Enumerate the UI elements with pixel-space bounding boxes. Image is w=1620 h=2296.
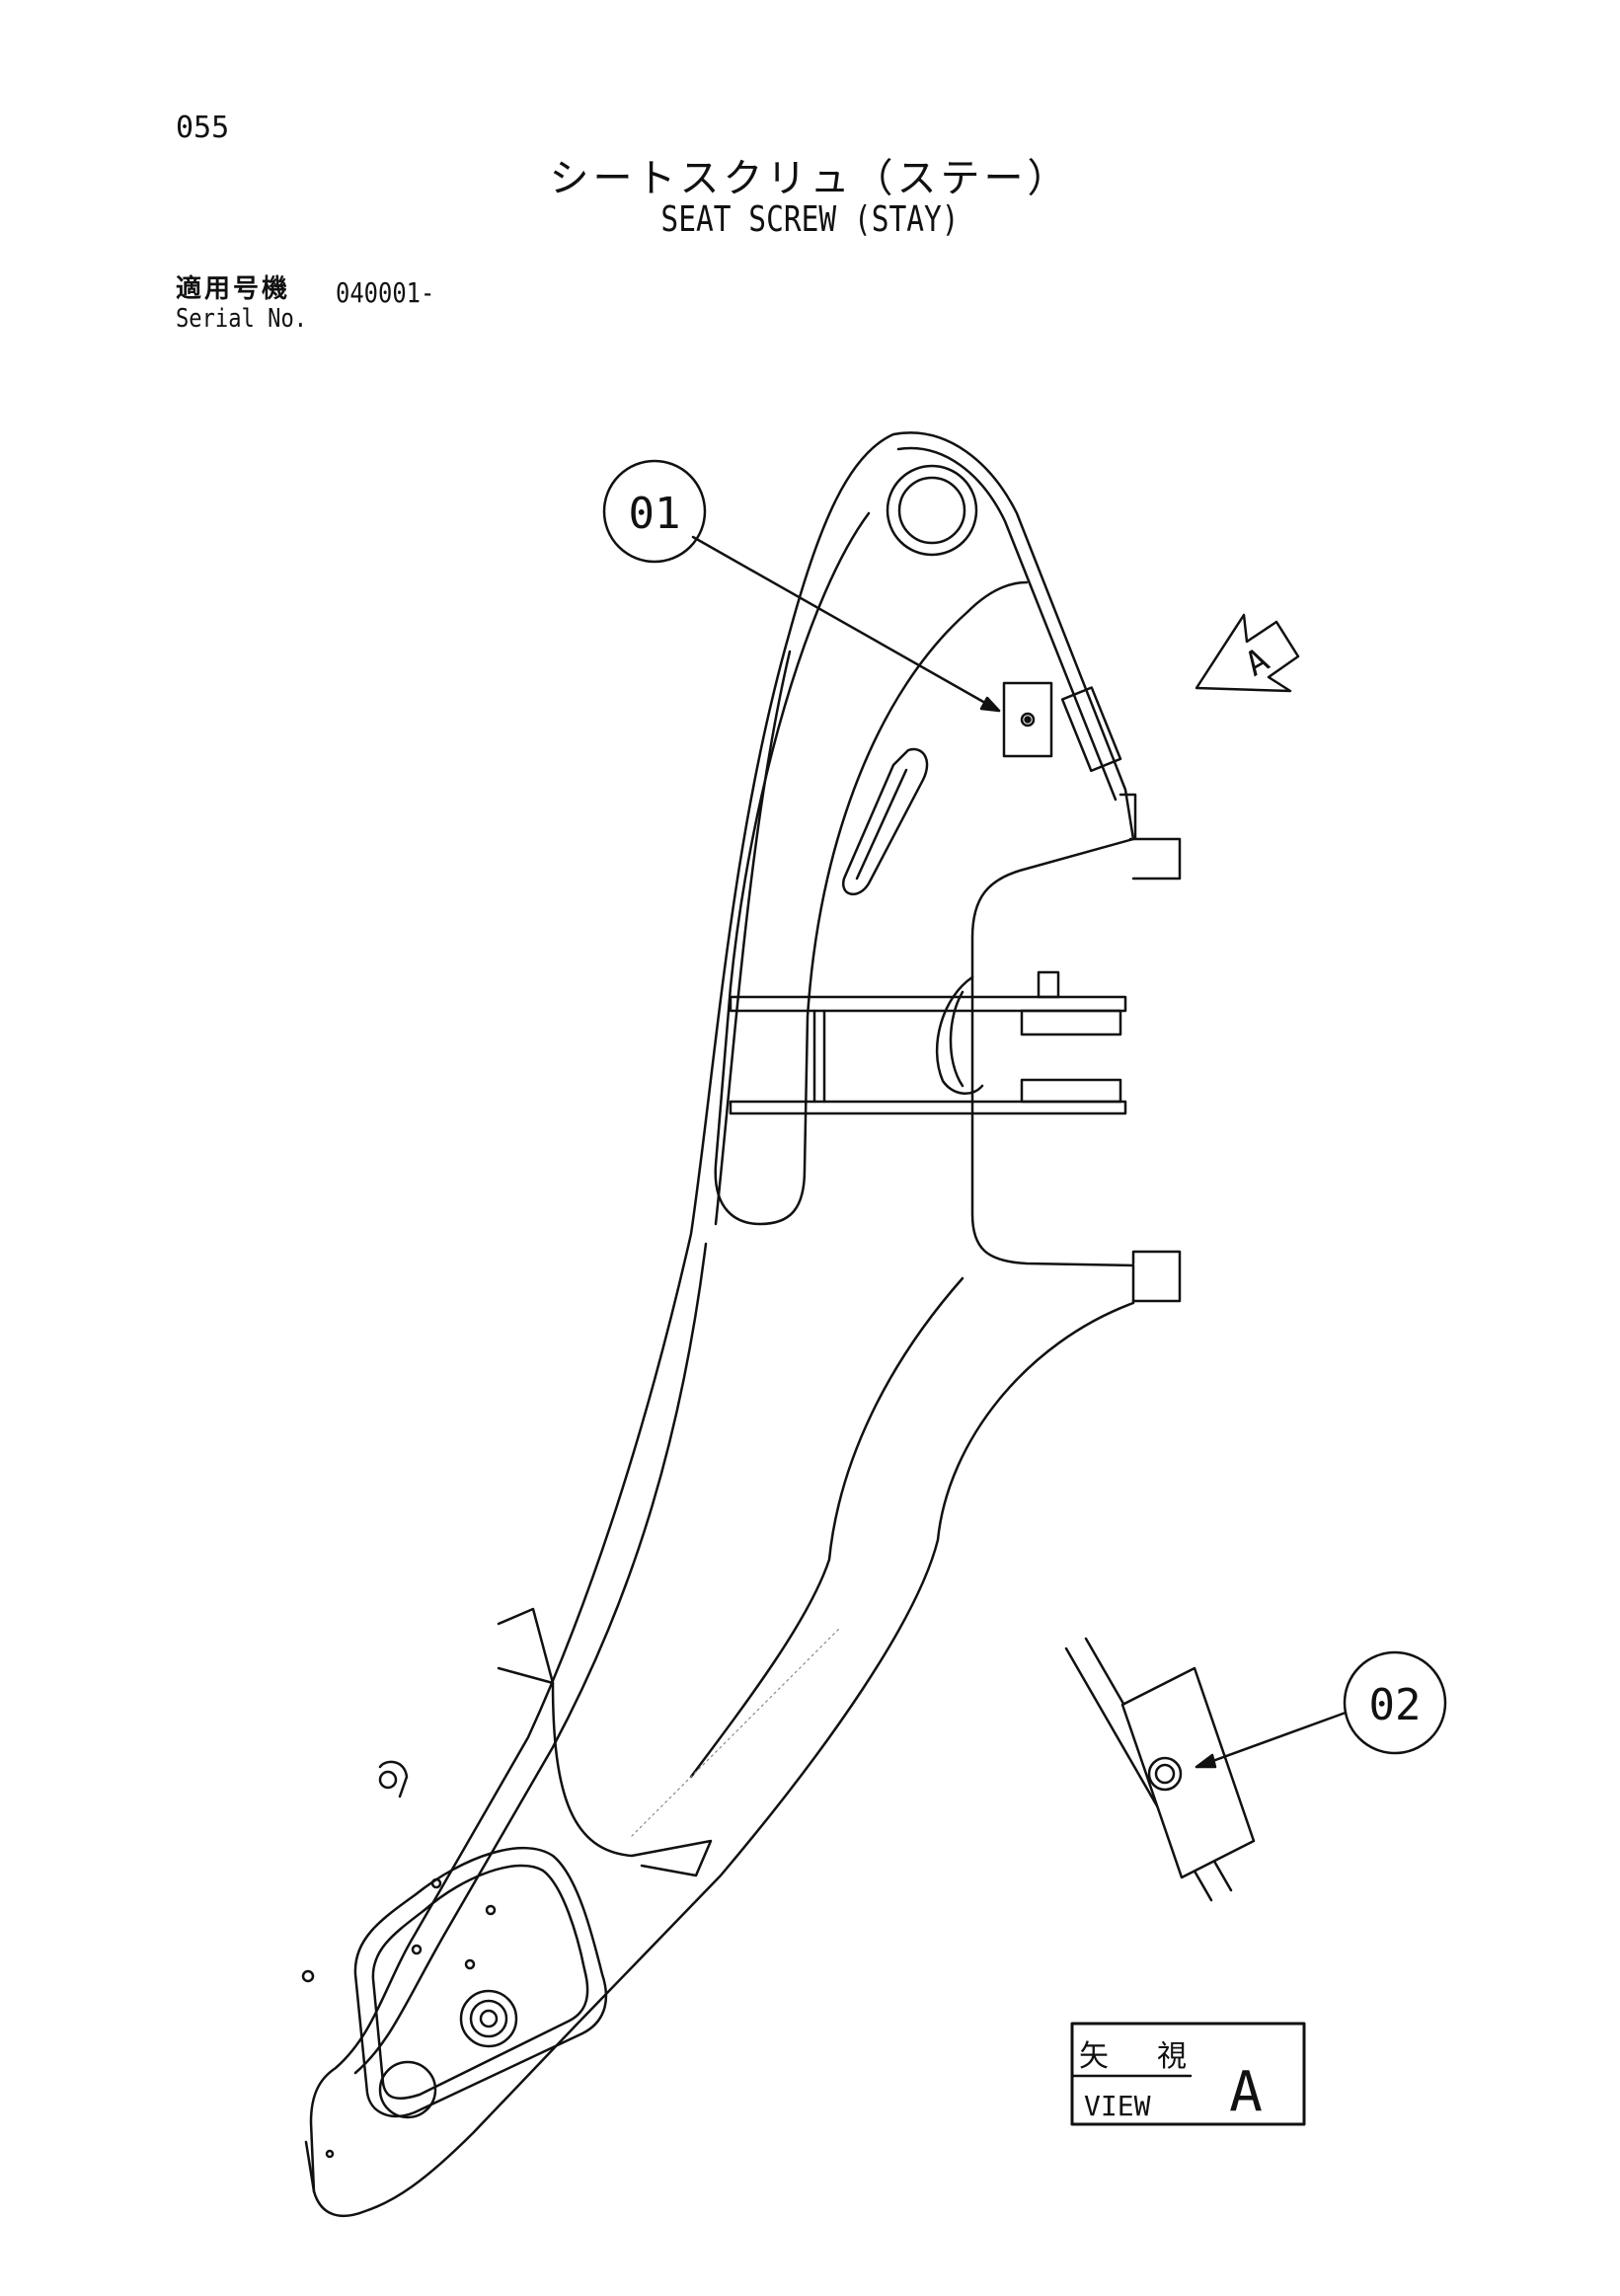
callout-02-label: 02 <box>1369 1680 1422 1730</box>
foot-plate <box>353 1847 608 2118</box>
upper-crossbar <box>729 995 1127 1013</box>
foot-side-hole <box>301 1969 315 1983</box>
crossbar-web <box>812 1009 826 1104</box>
part-02-block <box>1120 1666 1256 1879</box>
foot-bolt-1 <box>430 1877 442 1889</box>
serial-label-japanese: 適用号機 <box>176 274 291 304</box>
foot-bolt-4 <box>464 1958 476 1970</box>
foot-plate-inner <box>371 1864 589 2100</box>
foot-top-ear <box>378 1770 398 1790</box>
foot-hole <box>378 2060 437 2119</box>
serial-label-english: Serial No. <box>176 304 308 334</box>
foot-rib-upper <box>497 1607 555 1685</box>
slotted-hole-line <box>855 768 908 880</box>
part-01-screw <box>1020 712 1036 727</box>
foot-rib-curve <box>551 1681 713 1877</box>
view-label-jp-2: 視 <box>1157 2039 1187 2074</box>
callout-01-arrowhead <box>979 696 1001 713</box>
upper-lug <box>1119 793 1182 880</box>
callout-02-arrowhead <box>1195 1753 1217 1769</box>
foot-boss-outer <box>459 1989 518 2048</box>
lower-pad <box>1020 1078 1122 1104</box>
foot-boss-mid <box>469 1999 508 2038</box>
stay-outline <box>309 431 1135 2218</box>
hidden-line <box>631 1628 840 1837</box>
view-box-letter: A <box>1229 2060 1263 2124</box>
top-pin-boss-outer <box>886 464 978 557</box>
view-label-en: VIEW <box>1084 2090 1151 2122</box>
stay-inner-outline <box>353 446 1118 2075</box>
part-02-screw-inner <box>1154 1763 1176 1785</box>
view-a-box <box>1070 2022 1306 2126</box>
view-a-arrow <box>1195 613 1300 693</box>
upper-pad <box>1020 1009 1122 1036</box>
foot-bolt-2 <box>485 1904 497 1916</box>
part-01-block <box>1002 681 1053 758</box>
callout-01-leader <box>691 535 1001 713</box>
page-number: 055 <box>176 111 230 145</box>
lower-crossbar <box>729 1100 1127 1115</box>
callout-02-circle <box>1343 1650 1447 1755</box>
cylinder-end-inner <box>949 990 964 1088</box>
top-stud <box>1037 970 1060 999</box>
serial-number-value: 040001- <box>336 276 435 309</box>
callout-01-label: 01 <box>629 489 681 539</box>
foot-toe-hole <box>325 2149 335 2159</box>
cylinder-end <box>935 975 984 1095</box>
callout-01-circle <box>602 459 707 564</box>
foot-ear-outline <box>378 1760 409 1799</box>
title-japanese: シートスクリュ（ステー） <box>549 156 1071 201</box>
arc-slot <box>714 511 1029 1226</box>
foot-boss-inner <box>479 2009 499 2028</box>
edge-plate <box>1060 686 1122 773</box>
part-02-screw-outer <box>1147 1756 1183 1792</box>
foot-toe <box>304 2140 316 2193</box>
callout-02-leader <box>1195 1711 1348 1769</box>
foot-bolt-3 <box>411 1944 423 1955</box>
slotted-hole <box>841 747 929 895</box>
view-label-jp-1: 矢 <box>1079 2039 1109 2074</box>
lower-lug <box>1131 1250 1182 1303</box>
top-pin-boss-inner <box>897 476 966 545</box>
title-english: SEAT SCREW (STAY) <box>660 199 960 240</box>
part-01-screw-center <box>1024 716 1032 724</box>
